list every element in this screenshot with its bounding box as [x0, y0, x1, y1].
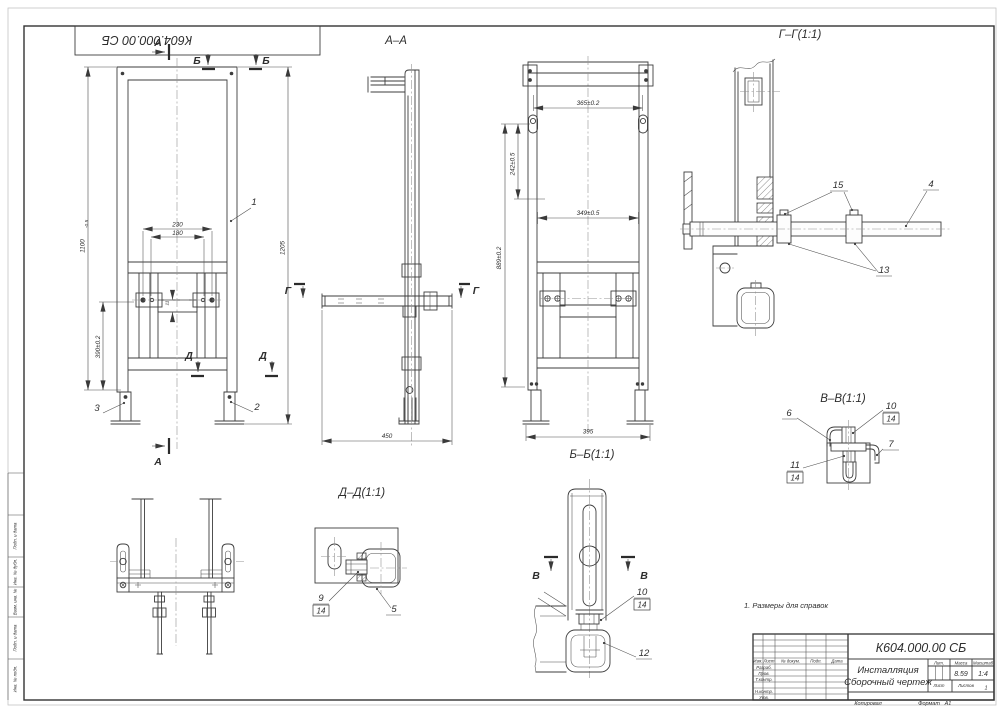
pos-14: 14: [317, 607, 326, 616]
pos-6: 6: [786, 408, 792, 419]
pos-11: 11: [790, 460, 800, 471]
drawing-note: 1. Размеры для справок: [744, 601, 828, 610]
row-razrab: Разраб.: [756, 665, 772, 670]
margin-cell-label: Инв. № подл.: [13, 666, 18, 693]
lit-label: Лит.: [933, 660, 944, 665]
doc-name-line2: Сборочный чертеж: [844, 677, 932, 688]
dim-365: 365±0.2: [577, 100, 600, 107]
dim-1100: 1100: [80, 239, 87, 253]
margin-cell-label: Взам. инв. №: [13, 588, 18, 615]
mass-label: Масса: [955, 660, 968, 665]
pos-14: 14: [887, 415, 896, 424]
section-mark-b1: Б: [193, 55, 201, 67]
pos-13: 13: [879, 265, 890, 276]
sheet-label: Лист: [932, 683, 944, 688]
col-list: Лист: [762, 658, 774, 663]
view-section-gg: Г–Г(1:1) 15 4 13: [680, 29, 950, 336]
dim-230: 230: [171, 222, 183, 229]
sheets-value: 1: [984, 686, 987, 692]
section-mark-a-top: А: [153, 37, 162, 49]
caption-vv: В–В(1:1): [820, 393, 866, 405]
row-nkontr: Н.контр.: [755, 689, 773, 694]
col-date: Дата: [830, 658, 843, 663]
caption-bb: Б–Б(1:1): [569, 449, 614, 461]
dim-349: 349±0.5: [577, 210, 600, 217]
dim-390: 390±0.2: [95, 335, 102, 358]
caption-dd: Д–Д(1:1): [337, 487, 385, 499]
caption-gg: Г–Г(1:1): [779, 29, 822, 41]
pos-7: 7: [888, 439, 894, 450]
view-section-aa: А–А Г Г 450: [285, 35, 480, 446]
row-utv: Утв.: [759, 695, 769, 700]
dim-1205: 1205: [280, 241, 287, 256]
section-mark-b2: Б: [262, 55, 270, 67]
row-tkontr: Т.контр.: [755, 677, 772, 682]
pos-5: 5: [391, 604, 397, 615]
pos-1: 1: [251, 197, 256, 208]
pos-14: 14: [791, 474, 800, 483]
pos-10: 10: [637, 587, 648, 598]
section-mark-g2: Г: [473, 285, 480, 297]
top-stamp-text: К604.000.00 СБ: [102, 33, 193, 47]
col-doc: № докум.: [781, 658, 800, 663]
margin-cell-label: Подп. и дата: [13, 522, 18, 550]
drawing-frame: [23, 25, 995, 701]
section-mark-d2: Д: [258, 350, 267, 362]
col-izm: Изм.: [753, 658, 762, 663]
view-section-vv: В–В(1:1) 6 10 14 7 11 14: [782, 393, 900, 490]
dim-1100-tol: -0.5: [84, 220, 90, 229]
view-section-dd: Д–Д(1:1) 9 14 5: [312, 487, 407, 617]
view-front: 230 180 1100 -0.5 390±0.2 1205 11 А Б Б …: [80, 37, 292, 468]
pos-10: 10: [886, 401, 897, 412]
dim-242: 242±0.5: [510, 152, 517, 176]
copied-label: Копировал: [854, 701, 881, 707]
view-section-bb: 365±0.2 349±0.5 242±0.5 889±0.2 395 Б–Б(…: [496, 56, 654, 461]
pos-4: 4: [928, 179, 933, 190]
margin-cell-label: Подп. и дата: [13, 624, 18, 652]
dim-395: 395: [583, 429, 594, 436]
section-mark-v1: В: [532, 570, 540, 582]
dim-450: 450: [382, 433, 393, 440]
section-mark-d1: Д: [184, 350, 193, 362]
dim-889: 889±0.2: [496, 246, 503, 269]
col-sign: Подп.: [810, 658, 821, 663]
top-left-stamp: К604.000.00 СБ: [74, 25, 321, 56]
pos-9: 9: [318, 593, 324, 604]
paper-edge: [7, 7, 997, 706]
pos-14: 14: [638, 601, 647, 610]
scale-value: 1:4: [978, 671, 988, 678]
view-bottom: [110, 498, 244, 655]
scale-label: Масштаб: [973, 660, 994, 665]
format-value: А1: [944, 701, 952, 707]
pos-15: 15: [833, 180, 844, 191]
pos-12: 12: [639, 648, 650, 659]
view-leg-detail: В В 10 14 12: [532, 479, 652, 678]
section-mark-v2: В: [640, 570, 648, 582]
sheets-label: Листов: [957, 683, 974, 688]
doc-name-line1: Инсталляция: [857, 665, 918, 676]
row-prov: Пров.: [758, 671, 769, 676]
margin-cell-label: Инв. № дубл.: [13, 559, 18, 585]
pos-2: 2: [253, 402, 260, 413]
section-mark-a-bottom: А: [153, 456, 162, 468]
caption-aa: А–А: [384, 35, 407, 47]
section-mark-g1: Г: [285, 285, 292, 297]
dim-180: 180: [172, 230, 183, 237]
mass-value: 8.59: [954, 671, 968, 678]
title-block: К604.000.00 СБ Инсталляция Сборочный чер…: [752, 633, 995, 707]
designation: К604.000.00 СБ: [876, 641, 967, 655]
format-label: Формат: [918, 701, 940, 707]
dim-11: 11: [165, 300, 171, 305]
pos-3: 3: [94, 403, 100, 414]
left-margin-stamps: Подп. и дата Инв. № дубл. Взам. инв. № П…: [7, 472, 24, 700]
